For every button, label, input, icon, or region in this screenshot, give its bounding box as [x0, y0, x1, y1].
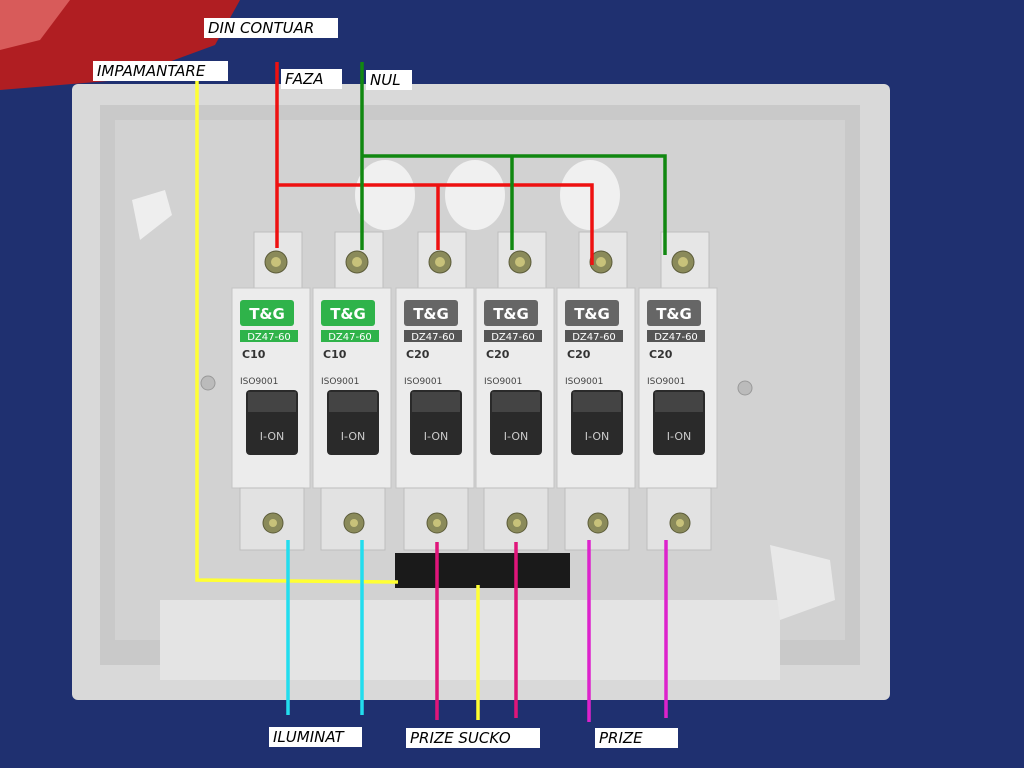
model-strip	[404, 330, 462, 342]
cert-label: ISO9001	[404, 377, 442, 387]
brand-badge	[240, 300, 294, 326]
model-label: DZ47-60	[328, 332, 372, 343]
mounting-screw	[737, 380, 753, 396]
model-label: DZ47-60	[654, 332, 698, 343]
cert-label: ISO9001	[240, 377, 278, 387]
rating-label: C10	[323, 348, 347, 361]
rating-label: C20	[486, 348, 510, 361]
earth-wire	[195, 80, 399, 584]
label-prize-sucko: PRIZE SUCKO	[406, 728, 540, 748]
label-impamantare: IMPAMANTARE	[93, 61, 228, 81]
label-nul: NUL	[366, 70, 412, 90]
mounting-screw	[200, 375, 216, 391]
terminal-screw-head	[271, 257, 281, 267]
terminal-screw-head	[594, 519, 602, 527]
model-strip	[647, 330, 705, 342]
model-label: DZ47-60	[491, 332, 535, 343]
knockout-hole	[445, 160, 505, 230]
label-iluminat: ILUMINAT	[269, 727, 362, 747]
brand-badge	[647, 300, 701, 326]
brand-label: T&G	[330, 305, 366, 323]
label-faza: FAZA	[281, 69, 342, 89]
knockout-hole	[355, 160, 415, 230]
label-din-contuar: DIN CONTUAR	[204, 18, 338, 38]
toggle-label: I-ON	[667, 430, 691, 443]
terminal-screw-head	[515, 257, 525, 267]
terminal-screw-head	[352, 257, 362, 267]
brand-label: T&G	[413, 305, 449, 323]
cert-label: ISO9001	[484, 377, 522, 387]
red-object-corner	[0, 0, 240, 90]
knockout-hole	[560, 160, 620, 230]
toggle-label: I-ON	[260, 430, 284, 443]
toggle-label: I-ON	[341, 430, 365, 443]
terminal-screw-head	[676, 519, 684, 527]
cert-label: ISO9001	[321, 377, 359, 387]
brand-label: T&G	[656, 305, 692, 323]
label-prize: PRIZE	[595, 728, 678, 748]
brand-label: T&G	[493, 305, 529, 323]
model-label: DZ47-60	[411, 332, 455, 343]
cable-clip	[132, 190, 172, 240]
cert-label: ISO9001	[565, 377, 603, 387]
cert-label: ISO9001	[647, 377, 685, 387]
terminal-screw-head	[269, 519, 277, 527]
brand-badge	[484, 300, 538, 326]
model-strip	[565, 330, 623, 342]
terminal-screw-head	[596, 257, 606, 267]
breaker-toggle-top	[329, 392, 377, 412]
model-strip	[321, 330, 379, 342]
model-label: DZ47-60	[247, 332, 291, 343]
breaker-toggle-top	[412, 392, 460, 412]
model-strip	[484, 330, 542, 342]
brand-label: T&G	[574, 305, 610, 323]
rating-label: C10	[242, 348, 266, 361]
brand-badge	[565, 300, 619, 326]
breaker-toggle-top	[573, 392, 621, 412]
toggle-label: I-ON	[504, 430, 528, 443]
rating-label: C20	[649, 348, 673, 361]
terminal-screw-head	[435, 257, 445, 267]
toggle-label: I-ON	[424, 430, 448, 443]
terminal-screw-head	[678, 257, 688, 267]
breaker-toggle-top	[655, 392, 703, 412]
model-label: DZ47-60	[572, 332, 616, 343]
terminal-screw-head	[350, 519, 358, 527]
rating-label: C20	[567, 348, 591, 361]
brand-badge	[321, 300, 375, 326]
toggle-label: I-ON	[585, 430, 609, 443]
terminal-screw-head	[513, 519, 521, 527]
breaker-toggle-top	[248, 392, 296, 412]
terminal-screw-head	[433, 519, 441, 527]
cable-clip	[770, 545, 835, 620]
phase-bus	[277, 183, 594, 265]
wires	[195, 62, 668, 722]
din-rail-slot	[395, 553, 570, 588]
breaker-toggle-top	[492, 392, 540, 412]
neutral-bus	[362, 154, 667, 255]
brand-label: T&G	[249, 305, 285, 323]
brand-badge	[404, 300, 458, 326]
model-strip	[240, 330, 298, 342]
rating-label: C20	[406, 348, 430, 361]
